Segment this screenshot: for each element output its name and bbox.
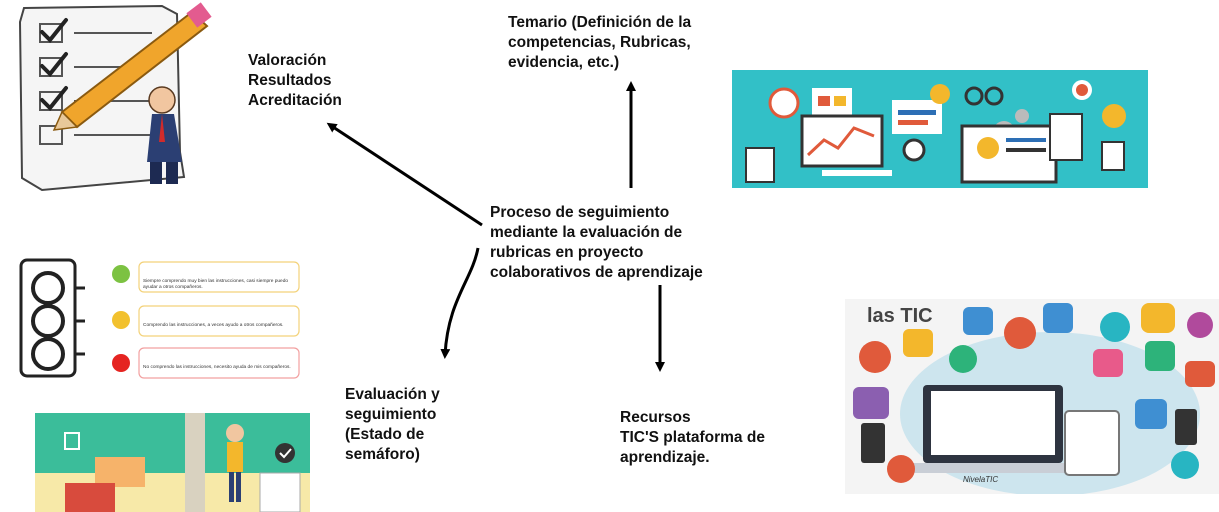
- tic-collage-drawing: [853, 303, 1215, 494]
- semaforo-illustration: Siempre comprendo muy bien las instrucci…: [15, 250, 305, 380]
- checklist-illustration: [2, 2, 234, 194]
- recursos-text: Recursos TIC'S plataforma de aprendizaje…: [620, 408, 820, 468]
- infographic-drawing: [745, 80, 1126, 184]
- center-line: mediante la evaluación de: [490, 224, 683, 241]
- semaforo-row-text-red: No comprendo las instrucciones, necesito…: [143, 365, 291, 370]
- center-line: rubricas en proyecto: [490, 244, 644, 261]
- green-light-dot: [112, 265, 130, 283]
- arrow-to-evaluacion: [440, 247, 480, 359]
- evaluacion-text: Evaluación y seguimiento (Estado de semá…: [345, 385, 491, 465]
- temario-line: Temario (Definición de la: [508, 14, 692, 31]
- checklist-drawing: [18, 2, 212, 192]
- temario-text: Temario (Definición de la competencias, …: [508, 13, 790, 73]
- temario-line: evidencia, etc.): [508, 54, 620, 71]
- evaluacion-line: (Estado de: [345, 426, 425, 443]
- valoracion-text: Valoración Resultados Acreditación: [248, 51, 388, 111]
- valoracion-line: Valoración: [248, 52, 327, 69]
- center-process-text: Proceso de seguimiento mediante la evalu…: [490, 203, 772, 283]
- infographic-illustration: [732, 70, 1148, 188]
- tic-collage-illustration: las TIC NivelaTIC: [845, 299, 1219, 494]
- semaforo-row-text-green: Siempre comprendo muy bien las instrucci…: [143, 279, 289, 290]
- valoracion-line: Resultados: [248, 72, 332, 89]
- temario-line: competencias, Rubricas,: [508, 34, 691, 51]
- worker-illustration: [35, 413, 310, 512]
- recursos-line: Recursos: [620, 409, 691, 426]
- center-line: colaborativos de aprendizaje: [490, 264, 703, 281]
- valoracion-line: Acreditación: [248, 92, 342, 109]
- evaluacion-line: seguimiento: [345, 406, 437, 423]
- arrow-to-valoracion: [326, 122, 483, 227]
- tic-collage-title: las TIC: [867, 305, 933, 327]
- center-line: Proceso de seguimiento: [490, 204, 670, 221]
- recursos-line: aprendizaje.: [620, 449, 710, 466]
- traffic-light-drawing: [19, 258, 300, 379]
- red-light-dot: [112, 354, 130, 372]
- tic-collage-logo: NivelaTIC: [963, 475, 999, 484]
- semaforo-row-text-yellow: Comprendo las instrucciones, a veces ayu…: [143, 323, 284, 328]
- worker-drawing: [35, 413, 310, 512]
- evaluacion-line: semáforo): [345, 446, 420, 463]
- recursos-line: TIC'S plataforma de: [620, 429, 765, 446]
- evaluacion-line: Evaluación y: [345, 386, 440, 403]
- yellow-light-dot: [112, 311, 130, 329]
